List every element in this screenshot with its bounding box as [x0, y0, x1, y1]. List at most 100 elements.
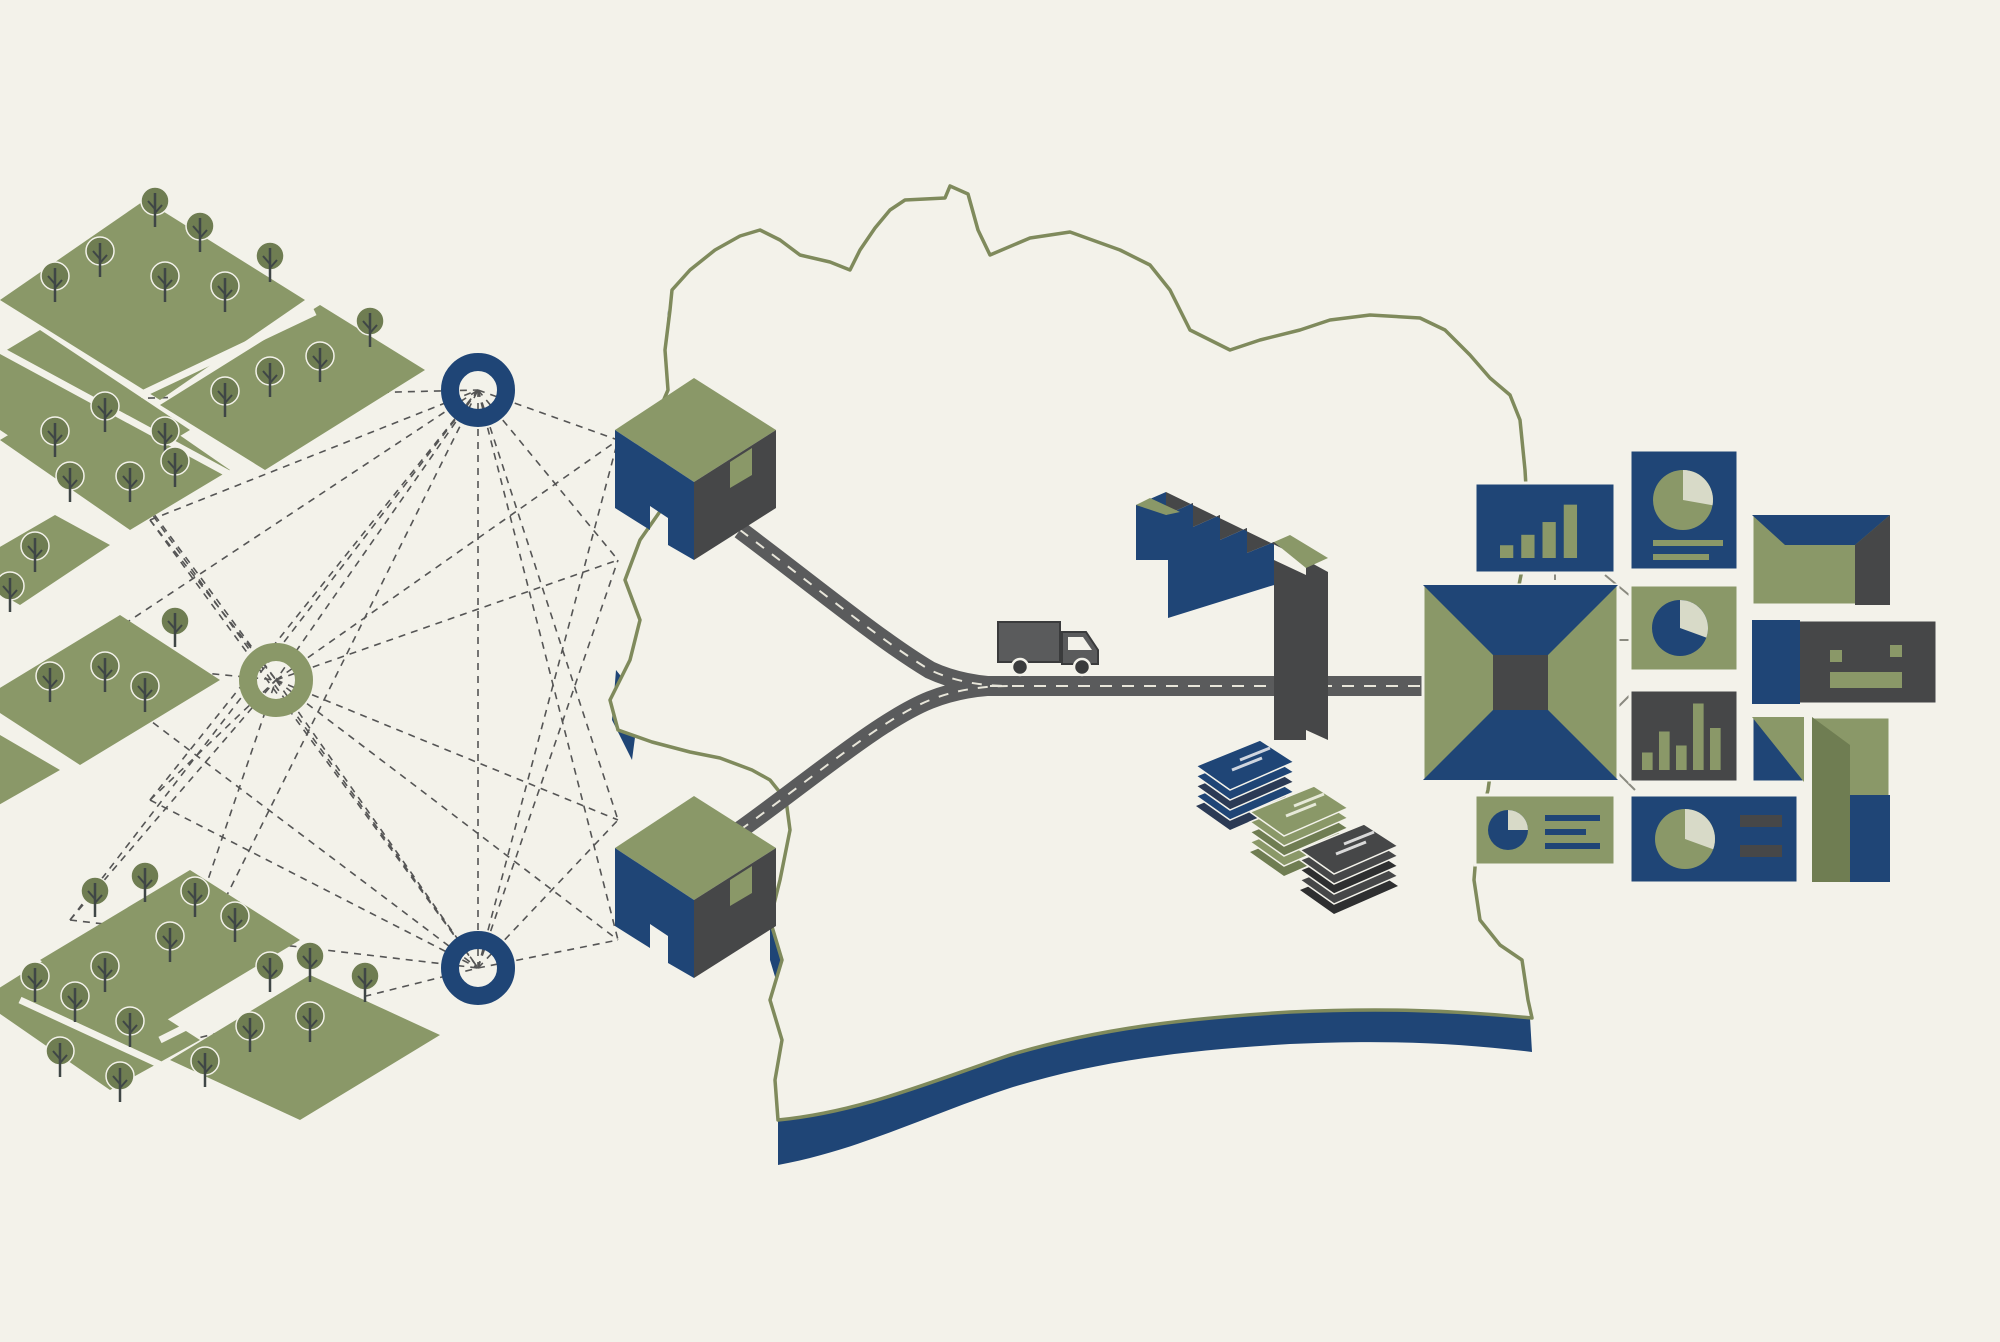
tree-branch — [157, 275, 166, 285]
tree-branch — [164, 279, 173, 289]
tree-plot-icon — [350, 961, 380, 1002]
farm-plot — [170, 975, 440, 1120]
warehouse-upper — [615, 378, 776, 560]
farm-path — [18, 996, 282, 1124]
tree-branch — [197, 1060, 206, 1070]
factory-icon — [1136, 492, 1328, 740]
text-line — [1545, 843, 1600, 849]
tree-branch — [269, 374, 278, 384]
warehouse-upper-side — [694, 430, 776, 560]
panel-main-facet-top — [1423, 585, 1618, 655]
bar-chart-bar — [1710, 728, 1721, 770]
tree-plot-icon — [45, 1036, 75, 1077]
text-line — [1653, 554, 1709, 560]
tree-plot-icon — [295, 941, 325, 982]
bar-chart-bar — [1693, 703, 1704, 770]
tree-branch — [319, 359, 328, 369]
tree-plot-icon — [235, 1011, 265, 1052]
network-link — [477, 389, 619, 441]
tree-branch — [302, 955, 311, 965]
warehouse-lower-top — [615, 796, 776, 900]
tree-branch — [27, 975, 36, 985]
tree-branch — [92, 250, 101, 260]
tree-branch — [104, 669, 113, 679]
tree-branch — [174, 624, 183, 634]
panel-main-center — [1493, 655, 1548, 710]
tree-branch — [97, 405, 106, 415]
tree-plot-icon — [0, 571, 25, 612]
pie-chart-slice — [1683, 470, 1713, 506]
tree-branch — [194, 894, 203, 904]
stack-olive — [1248, 785, 1350, 876]
tree-branch — [309, 959, 318, 969]
tree-branch — [312, 355, 321, 365]
network-link — [477, 439, 619, 969]
tree-branch — [122, 475, 131, 485]
tree-plot-icon — [130, 671, 160, 712]
tree-plot-icon — [150, 416, 180, 457]
tree-branch — [224, 289, 233, 299]
network-link — [477, 559, 619, 969]
tree-branch — [54, 279, 63, 289]
tree-branch — [262, 255, 271, 265]
panel-facet — [1752, 515, 1890, 545]
pie-chart-slice — [1680, 600, 1709, 638]
truck-wheel-rear — [1010, 657, 1030, 677]
tree-branch — [144, 879, 153, 889]
tree-branch — [9, 589, 18, 599]
tree-plot-icon — [190, 1046, 220, 1087]
tree-branch — [262, 370, 271, 380]
network-link — [477, 389, 619, 561]
tree-branch — [54, 434, 63, 444]
panel-facet — [1812, 717, 1850, 882]
farm-plot — [0, 735, 60, 805]
coastline-shadow — [778, 1010, 1532, 1165]
tree-plot-icon — [90, 651, 120, 692]
tree-branch — [309, 1019, 318, 1029]
tree-branch — [154, 204, 163, 214]
dashboard-panel-icon — [1421, 448, 1939, 885]
tree-plot-icon — [255, 356, 285, 397]
tree-branch — [69, 479, 78, 489]
tree-plot-icon — [210, 271, 240, 312]
tree-branch — [269, 969, 278, 979]
tree-branch — [269, 259, 278, 269]
truck-icon — [997, 621, 1099, 677]
tree-branch — [217, 285, 226, 295]
tree-branch — [204, 1064, 213, 1074]
tree-branch — [122, 1020, 131, 1030]
tree-branch — [164, 434, 173, 444]
doc-line — [1293, 792, 1325, 808]
network-link — [275, 559, 619, 681]
tree-plot-icon — [85, 236, 115, 277]
panel-facet — [1855, 515, 1890, 605]
tree-plot-icon — [255, 951, 285, 992]
network-link — [275, 439, 619, 681]
truck-wheel-front — [1072, 657, 1092, 677]
tree-plot-icon — [140, 186, 170, 227]
panel-main-facet-bottom — [1423, 710, 1618, 780]
network-link — [275, 679, 619, 941]
tree-branch — [234, 919, 243, 929]
tree-branch — [97, 665, 106, 675]
bar-chart-bar — [1521, 534, 1535, 558]
tree-plot-icon — [255, 241, 285, 282]
network-link — [477, 389, 619, 941]
warehouse-lower-side — [694, 848, 776, 978]
warehouse-upper-notch — [730, 448, 752, 488]
tree-branch — [147, 200, 156, 210]
tree-branch — [192, 225, 201, 235]
tree-branch — [52, 1050, 61, 1060]
doc-line — [1285, 802, 1317, 818]
tree-plot-icon — [60, 981, 90, 1022]
tree-branch — [224, 394, 233, 404]
tree-plot-icon — [160, 446, 190, 487]
tree-branch — [249, 1029, 258, 1039]
network-link — [275, 679, 479, 969]
farm-path — [158, 961, 312, 1044]
collection-nodes — [239, 353, 515, 1005]
text-line — [1545, 829, 1586, 835]
factory-roof-saw — [1274, 535, 1328, 568]
network-link — [149, 389, 479, 521]
